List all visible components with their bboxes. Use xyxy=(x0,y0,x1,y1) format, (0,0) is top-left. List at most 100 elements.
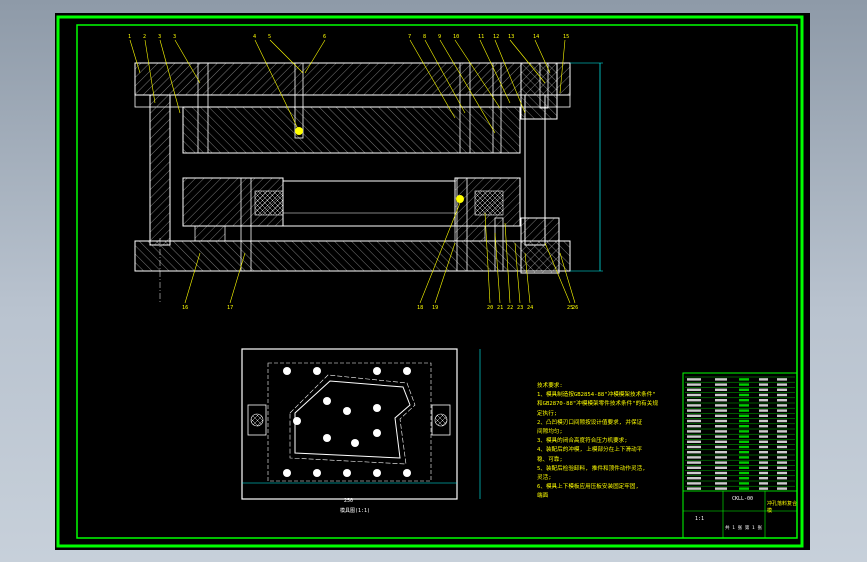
parts-list-cell xyxy=(777,482,787,485)
parts-list-cell xyxy=(777,425,787,428)
technical-requirements: 技术要求: 1、模具制造按GB2854-88"冲模模架技术条件" 和GB2870… xyxy=(537,382,677,502)
parts-list-cell xyxy=(759,383,768,386)
parts-list-cell xyxy=(687,487,701,490)
tech-req-line: 2、凸凹模刃口间隙按设计值要求, 并保证 xyxy=(537,419,643,426)
parts-list-cell xyxy=(759,414,768,417)
parts-list-cell xyxy=(777,477,787,480)
parts-list-cell xyxy=(687,451,701,454)
front-section-view xyxy=(134,62,603,303)
parts-list-cell xyxy=(715,440,727,443)
plan-hole xyxy=(293,417,301,425)
callout-number: 20 xyxy=(487,305,493,311)
plan-view-holes xyxy=(283,367,411,477)
callout-number: 17 xyxy=(227,305,233,311)
parts-list-cell xyxy=(687,430,701,433)
parts-list-cell xyxy=(739,477,749,480)
parts-list-cell xyxy=(687,414,701,417)
parts-list-cell xyxy=(687,378,701,381)
parts-list-cell xyxy=(715,456,727,459)
leader-line xyxy=(514,242,521,304)
parts-list-cell xyxy=(739,445,749,449)
callout-number: 22 xyxy=(507,305,513,311)
plan-hole xyxy=(313,469,321,477)
parts-list-cell xyxy=(715,451,727,454)
plan-hole xyxy=(343,469,351,477)
parts-list-cell xyxy=(739,419,749,423)
parts-list-cell xyxy=(759,425,768,428)
parts-list-cell xyxy=(777,451,787,454)
plan-hole xyxy=(343,407,351,415)
parts-list-cell xyxy=(777,466,787,469)
parts-list-cell xyxy=(777,487,787,490)
parts-list-cell xyxy=(715,404,727,407)
parts-list-cell xyxy=(715,445,727,449)
plan-hole xyxy=(313,367,321,375)
leader-line xyxy=(439,39,496,134)
parts-list-cell xyxy=(687,383,701,386)
plan-hole xyxy=(283,367,291,375)
callout-number: 11 xyxy=(478,34,484,40)
leader-line xyxy=(254,39,300,132)
parts-list-cell xyxy=(687,404,701,407)
callout-number: 12 xyxy=(493,34,499,40)
callout-number: 14 xyxy=(533,34,539,40)
plan-hole xyxy=(373,404,381,412)
parts-list-cell xyxy=(715,466,727,469)
parts-list-cell xyxy=(715,425,727,428)
leader-line xyxy=(434,242,456,304)
parts-list-cell xyxy=(739,388,749,391)
parts-list-cell xyxy=(739,435,749,438)
parts-list-cell xyxy=(777,414,787,417)
callout-number: 5 xyxy=(268,34,271,40)
parts-list-cell xyxy=(777,388,787,391)
parts-list-cell xyxy=(759,419,768,423)
tech-req-line: 灵活; xyxy=(537,475,552,482)
parts-list-cell xyxy=(777,393,787,397)
parts-list-cell xyxy=(759,388,768,391)
leader-line xyxy=(419,202,461,304)
parts-list-cell xyxy=(739,404,749,407)
parts-list-cell xyxy=(739,409,749,412)
parts-list-cell xyxy=(739,466,749,469)
parts-list-cell xyxy=(739,430,749,433)
plan-hole xyxy=(373,469,381,477)
title-block-drawing-no: CKLL-00 xyxy=(732,496,754,502)
parts-list-cell xyxy=(739,482,749,485)
parts-list-cell xyxy=(759,378,768,381)
parts-list-cell xyxy=(715,419,727,423)
parts-list-cell xyxy=(777,383,787,386)
plan-hole xyxy=(403,367,411,375)
title-block-part-name: 冲孔落料复合模 xyxy=(767,501,798,514)
parts-list-cell xyxy=(759,477,768,480)
callout-number: 15 xyxy=(563,34,569,40)
title-block xyxy=(682,372,798,539)
parts-list-cell xyxy=(759,461,768,464)
parts-list-cell xyxy=(777,471,787,475)
tech-req-line: 3、模具的闭合高度符合压力机要求; xyxy=(537,438,628,445)
parts-list-cell xyxy=(715,487,727,490)
parts-list-cell xyxy=(687,482,701,485)
parts-list-cell xyxy=(759,393,768,397)
parts-list-cell xyxy=(777,440,787,443)
parts-list-cell xyxy=(739,456,749,459)
plan-hole xyxy=(323,434,331,442)
parts-list-cell xyxy=(759,399,768,402)
tech-req-heading: 技术要求: xyxy=(537,383,563,389)
leader-line xyxy=(409,39,456,119)
parts-list-cell xyxy=(687,456,701,459)
parts-list-cell xyxy=(739,425,749,428)
title-block-sheet: 共 1 张 第 1 张 xyxy=(725,526,762,531)
tech-req-line: 5、装配后检验卸料, 推件和顶件动作灵活, xyxy=(537,465,646,472)
plan-overall-dim: 250 xyxy=(344,498,354,504)
parts-list-cell xyxy=(715,471,727,475)
plan-hole xyxy=(373,367,381,375)
parts-list-cell xyxy=(759,430,768,433)
sheet-border-outer xyxy=(56,15,804,548)
leader-line xyxy=(269,39,304,74)
parts-list-cell xyxy=(687,440,701,443)
leader-line xyxy=(229,252,246,304)
parts-list-cell xyxy=(715,393,727,397)
parts-list-cell xyxy=(687,477,701,480)
tech-req-line: 间隙均匀; xyxy=(537,429,563,436)
